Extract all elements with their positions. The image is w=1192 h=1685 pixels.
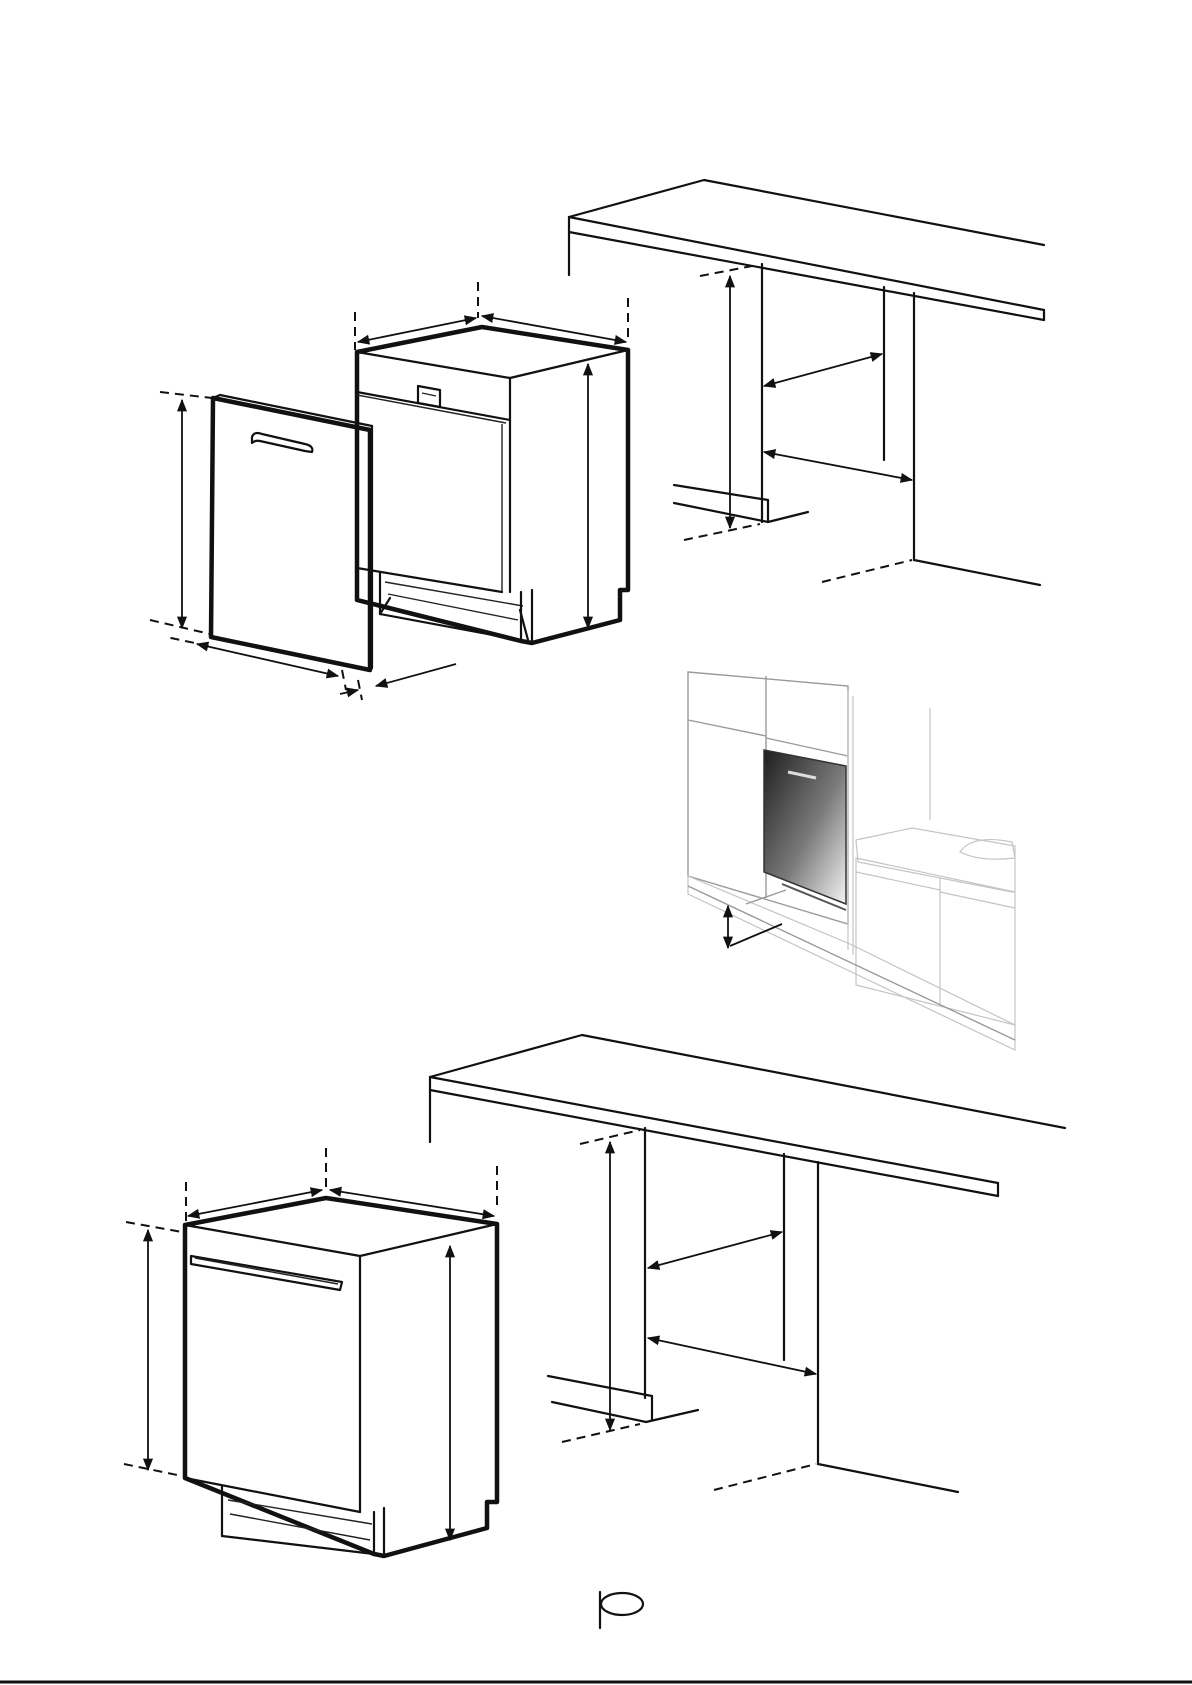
cabinet-niche-icon [569, 180, 1044, 585]
control-panel-button [418, 386, 440, 407]
body-dimensions [355, 282, 628, 628]
installed-door [764, 750, 846, 904]
cabinet-niche-icon [430, 1035, 1065, 1492]
panel-handle [252, 433, 312, 452]
door-panel [211, 395, 372, 670]
page-number-oval [600, 1592, 643, 1628]
installed-dishwasher-icon [688, 672, 1015, 1050]
fully-integrated-dishwasher-icon [124, 1148, 497, 1556]
dishwasher-with-separate-door-panel-icon [150, 282, 628, 700]
